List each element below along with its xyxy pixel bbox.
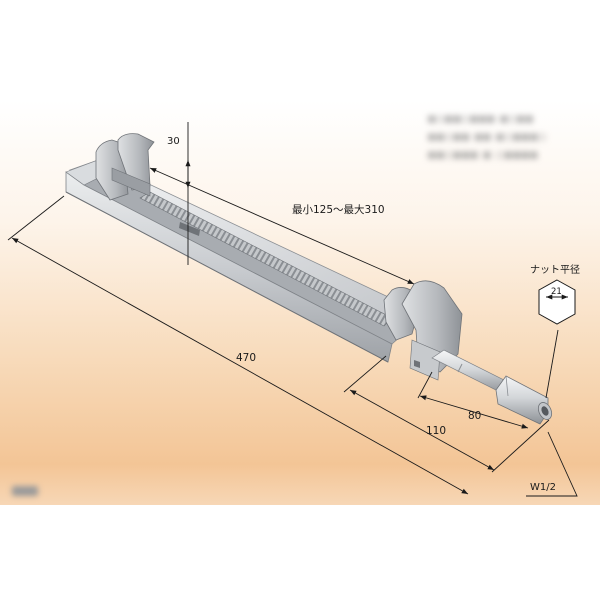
dimension-80 [417, 371, 529, 429]
dimension-110-label: 110 [426, 425, 446, 437]
dimension-110 [343, 355, 550, 473]
thread-label: W1/2 [530, 482, 556, 493]
dimension-80-label: 80 [468, 410, 481, 422]
fixed-jaw [95, 133, 155, 201]
hexagon-icon [538, 279, 576, 325]
nut-width-label: ナット平径 [530, 263, 580, 276]
dimension-470-label: 470 [236, 352, 256, 364]
nut-width-value: 21 [551, 287, 562, 297]
dimension-range-label: 最小125～最大310 [292, 203, 385, 216]
blurred-caption-line: ▪▫▪▪▫▪▪▪ ▪▫▪▪ [428, 112, 534, 125]
nut-leader [545, 329, 559, 399]
blurred-caption-line: ▪▪▫▪▪▪ ▪ ▫▪▪▪▪ [428, 148, 539, 161]
dimension-30-label: 30 [167, 136, 180, 147]
blurred-caption-line: ▪▪▫▪▪ ▪▪ ▪▫▪▪▪▫ [428, 130, 547, 143]
white-footer [0, 505, 600, 600]
thread-leader [526, 431, 578, 497]
hex-nut [495, 375, 553, 425]
